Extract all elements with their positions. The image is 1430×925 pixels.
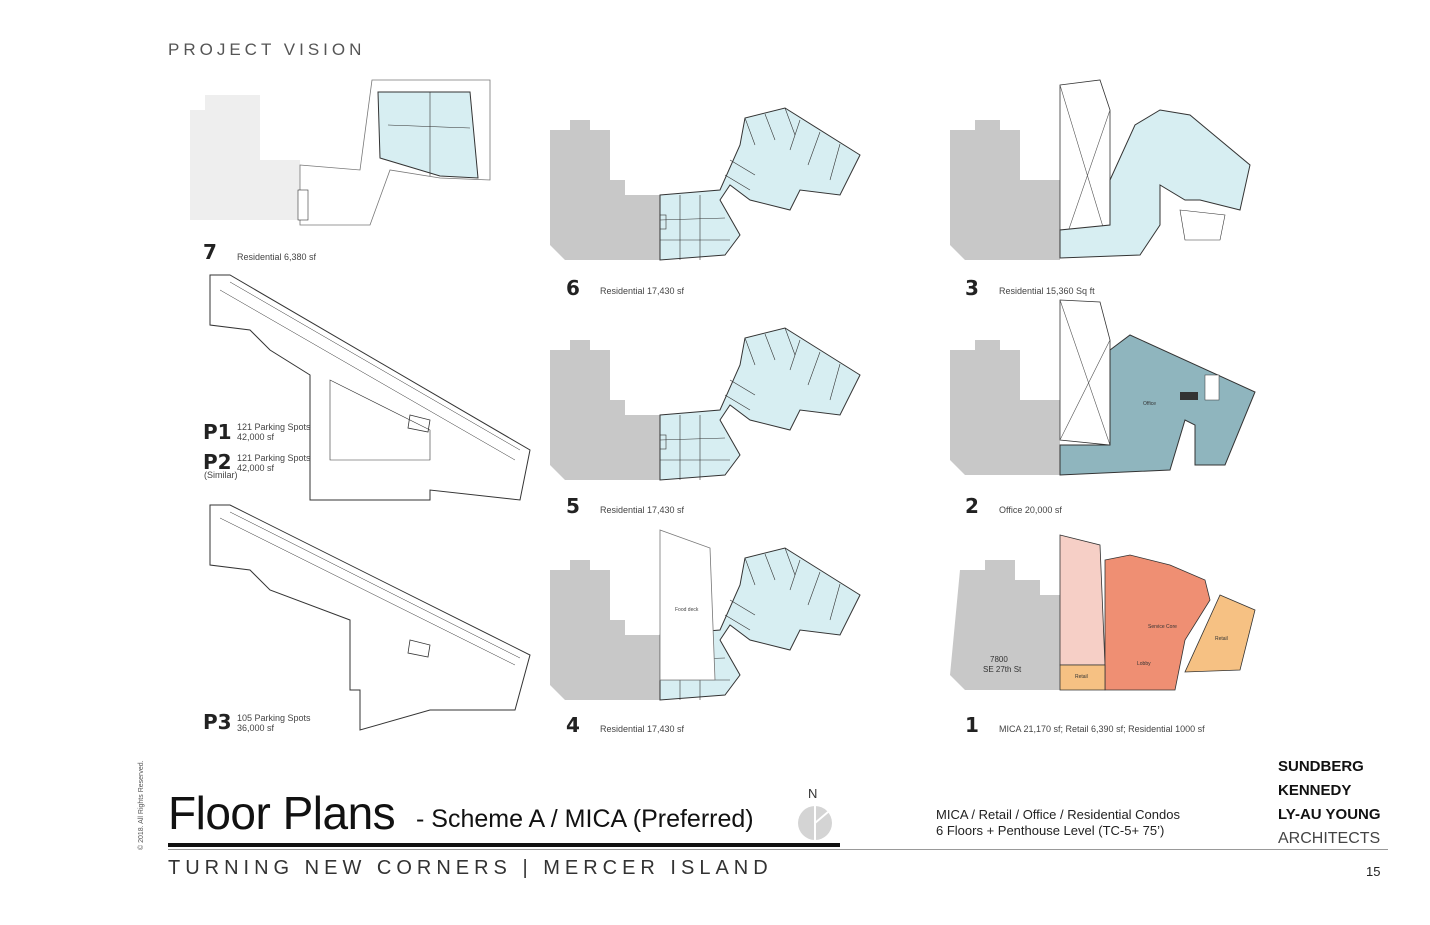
level-1-plan: 7800 SE 27th St Retail Retail Lobby Serv… xyxy=(950,534,1256,691)
parking-p3-spots: 105 Parking Spots xyxy=(237,713,311,723)
parking-p1-number: P1 xyxy=(203,420,232,444)
office-label: Office xyxy=(1143,401,1156,407)
north-label: N xyxy=(808,786,818,801)
title-underline xyxy=(168,843,840,847)
address-line2: SE 27th St xyxy=(983,665,1022,674)
parking-p2-area: 42,000 sf xyxy=(237,463,275,473)
parking-p2-number: P2 xyxy=(203,450,232,474)
section-header: PROJECT VISION xyxy=(168,40,366,59)
level-6-desc: Residential 17,430 sf xyxy=(600,286,685,296)
footer-divider xyxy=(168,849,1388,850)
level-3-number: 3 xyxy=(965,276,979,300)
firm-line1: SUNDBERG xyxy=(1278,758,1364,775)
firm-line2: KENNEDY xyxy=(1278,782,1352,799)
firm-line3: LY-AU YOUNG xyxy=(1278,806,1381,823)
lobby-label: Lobby xyxy=(1137,661,1151,667)
level-1-desc: MICA 21,170 sf; Retail 6,390 sf; Residen… xyxy=(999,724,1205,734)
level-7-plan xyxy=(190,79,491,226)
level-7-desc: Residential 6,380 sf xyxy=(237,252,317,262)
firm-logo: SUNDBERG KENNEDY LY-AU YOUNG ARCHITECTS xyxy=(1278,755,1381,851)
level-7-number: 7 xyxy=(203,240,217,264)
level-5-number: 5 xyxy=(566,494,580,518)
page-title: Floor Plans xyxy=(168,787,396,839)
level-1-number: 1 xyxy=(965,713,979,737)
height-summary: 6 Floors + Penthouse Level (TC-5+ 75’) xyxy=(936,823,1165,838)
level-2-number: 2 xyxy=(965,494,979,518)
firm-line4: ARCHITECTS xyxy=(1278,830,1381,847)
level-3-plan xyxy=(950,79,1251,260)
parking-p1-spots: 121 Parking Spots xyxy=(237,422,311,432)
level-5-desc: Residential 17,430 sf xyxy=(600,505,685,515)
level-4-number: 4 xyxy=(566,713,580,737)
program-summary: MICA / Retail / Office / Residential Con… xyxy=(936,807,1180,822)
address-line1: 7800 xyxy=(990,655,1008,664)
parking-p3-number: P3 xyxy=(203,710,232,734)
parking-p1-plan xyxy=(209,274,531,501)
parking-p2-similar: (Similar) xyxy=(204,470,238,480)
level-2-desc: Office 20,000 sf xyxy=(999,505,1062,515)
parking-p3-plan xyxy=(209,504,531,731)
level-3-desc: Residential 15,360 Sq ft xyxy=(999,286,1095,296)
service-core-label: Service Core xyxy=(1148,624,1177,630)
level-6-number: 6 xyxy=(566,276,580,300)
parking-p2-spots: 121 Parking Spots xyxy=(237,453,311,463)
parking-p3-area: 36,000 sf xyxy=(237,723,275,733)
page-subtitle: - Scheme A / MICA (Preferred) xyxy=(416,805,754,833)
copyright-notice: © 2018. All Rights Reserved. xyxy=(138,760,145,850)
food-deck-label: Food deck xyxy=(675,607,699,613)
page-number: 15 xyxy=(1366,864,1381,879)
retail-label-a: Retail xyxy=(1075,674,1088,680)
retail-label-b: Retail xyxy=(1215,636,1228,642)
parking-p1-area: 42,000 sf xyxy=(237,432,275,442)
level-4-desc: Residential 17,430 sf xyxy=(600,724,685,734)
level-2-plan: Office xyxy=(950,299,1256,476)
footer-project-name: TURNING NEW CORNERS | MERCER ISLAND xyxy=(168,857,773,879)
